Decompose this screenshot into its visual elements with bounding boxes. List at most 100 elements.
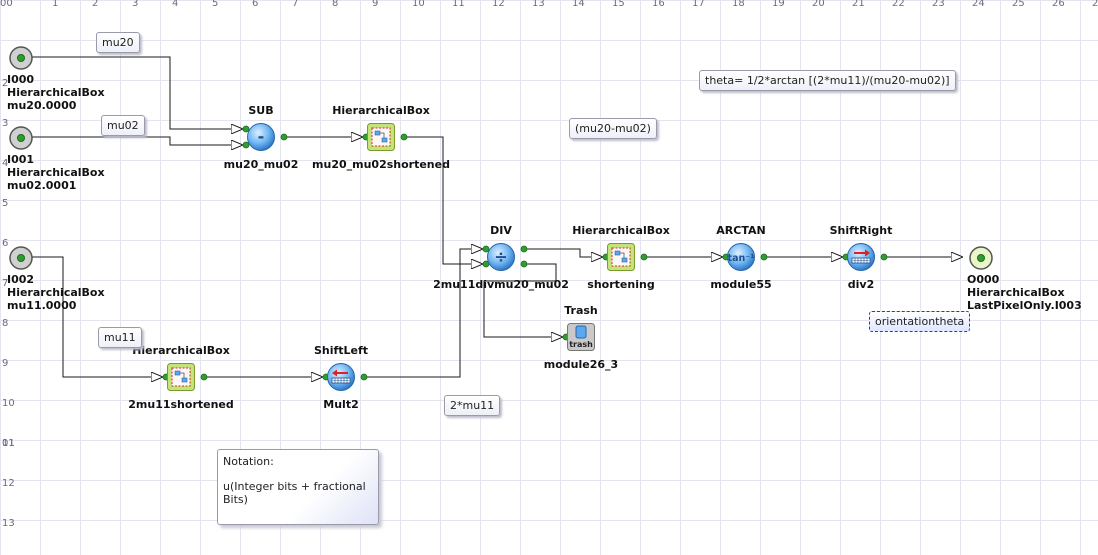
ruler-top-tick: 6 — [252, 0, 259, 9]
wire-i001-sub[interactable] — [24, 136, 243, 145]
note-mu20[interactable]: mu20 — [96, 32, 140, 53]
output-o000-id: O000 — [967, 273, 1000, 286]
notation-body: u(Integer bits + fractional Bits) — [223, 480, 366, 506]
input-i001-label: I001 HierarchicalBox mu02.0001 — [7, 153, 105, 192]
ruler-top-tick: 4 — [172, 0, 179, 9]
shift-right-block-icon[interactable] — [846, 242, 876, 272]
output-port-o000-icon[interactable] — [968, 245, 994, 271]
note-mu11[interactable]: mu11 — [98, 327, 142, 348]
ruler-left-tick: 3 — [2, 118, 9, 129]
input-i001-id: I001 — [7, 153, 35, 166]
input-port-i002-icon[interactable] — [8, 245, 34, 271]
ruler-top-tick: 17 — [692, 0, 705, 9]
ruler-top-tick: 2 — [1092, 0, 1098, 9]
hierarchical-box-3-icon[interactable] — [166, 362, 196, 392]
ruler-top-tick: 25 — [1012, 0, 1025, 9]
hierarchical-box-1-icon[interactable] — [366, 122, 396, 152]
shiftright-block-name: div2 — [847, 278, 875, 291]
hbox1-block-type: HierarchicalBox — [332, 104, 430, 117]
trash-block-type: Trash — [564, 304, 598, 317]
divide-block-icon[interactable]: ÷ — [486, 242, 516, 272]
shiftright-block-type: ShiftRight — [829, 224, 893, 237]
input-i002-id: I002 — [7, 273, 35, 286]
input-i000-id: I000 — [7, 73, 35, 86]
ruler-left-tick: 01 — [2, 438, 15, 449]
ruler-top-tick: 19 — [772, 0, 785, 9]
ruler-top-tick: 24 — [972, 0, 985, 9]
ruler-left-tick: 9 — [2, 358, 9, 369]
note-theta-formula[interactable]: theta= 1/2*arctan [(2*mu11)/(mu20-mu02)] — [699, 70, 956, 91]
wire-hbox1-div[interactable] — [404, 136, 483, 264]
ruler-top-tick: 16 — [652, 0, 665, 9]
ruler-top-tick: 00 — [0, 0, 13, 9]
arctan-block-icon[interactable]: tan⁻¹ — [726, 242, 756, 272]
wire-div-trash[interactable] — [483, 263, 563, 337]
ruler-top-tick: 20 — [812, 0, 825, 9]
output-o000-type: HierarchicalBox — [967, 286, 1065, 299]
note-mu02[interactable]: mu02 — [101, 115, 145, 136]
shiftleft-block-type: ShiftLeft — [313, 344, 369, 357]
ruler-top-tick: 10 — [412, 0, 425, 9]
ruler-top-tick: 14 — [572, 0, 585, 9]
input-i000-type: HierarchicalBox — [7, 86, 105, 99]
note-2mu11[interactable]: 2*mu11 — [444, 395, 501, 416]
hbox2-block-name: shortening — [587, 278, 655, 291]
ruler-top-tick: 7 — [292, 0, 299, 9]
input-i002-name: mu11.0000 — [7, 299, 77, 312]
note-orientationtheta[interactable]: orientationtheta — [869, 311, 971, 332]
input-i001-name: mu02.0001 — [7, 179, 77, 192]
ruler-top-tick: 15 — [612, 0, 625, 9]
ruler-left-tick: 5 — [2, 198, 9, 209]
ruler-left-tick: 11 — [2, 438, 15, 449]
ruler-left-tick: 8 — [2, 318, 9, 329]
input-i000-name: mu20.0000 — [7, 99, 77, 112]
ruler-top-tick: 12 — [492, 0, 505, 9]
input-i002-label: I002 HierarchicalBox mu11.0000 — [7, 273, 105, 312]
ruler-left-tick: 2 — [2, 78, 9, 89]
output-o000-label: O000 HierarchicalBox LastPixelOnly.I003 — [967, 273, 1082, 312]
ruler-left-tick: 4 — [2, 158, 9, 169]
ruler-top-tick: 8 — [332, 0, 339, 9]
hbox3-block-type: HierarchicalBox — [132, 344, 230, 357]
output-o000-name: LastPixelOnly.I003 — [967, 299, 1082, 312]
subtract-block-icon[interactable]: - — [246, 122, 276, 152]
ruler-left-tick: 7 — [2, 278, 9, 289]
ruler-top-tick: 23 — [932, 0, 945, 9]
wire-i000-sub[interactable] — [24, 56, 243, 129]
hbox3-block-name: 2mu11shortened — [128, 398, 234, 411]
input-port-i001-icon[interactable] — [8, 125, 34, 151]
div-block-type: DIV — [490, 224, 512, 237]
input-i002-type: HierarchicalBox — [7, 286, 105, 299]
wire-i002-hbox3[interactable] — [24, 256, 163, 377]
sub-block-name: mu20_mu02 — [223, 158, 299, 171]
div-block-name: 2mu11divmu20_mu02 — [433, 278, 569, 291]
hbox1-block-name: mu20_mu02shortened — [312, 158, 450, 171]
note-difference[interactable]: (mu20-mu02) — [569, 118, 657, 139]
ruler-top-tick: 26 — [1052, 0, 1065, 9]
ruler-top-tick: 3 — [132, 0, 139, 9]
note-notation[interactable]: Notation: u(Integer bits + fractional Bi… — [217, 449, 379, 525]
ruler-top-tick: 2 — [92, 0, 99, 9]
arctan-glyph: tan⁻¹ — [728, 253, 755, 264]
ruler-top-tick: 22 — [892, 0, 905, 9]
wire-div-hbox2[interactable] — [524, 248, 603, 257]
ruler-top-tick: 1 — [52, 0, 59, 9]
trash-block-icon[interactable]: trash — [566, 322, 596, 352]
notation-title: Notation: — [223, 455, 274, 468]
arctan-block-name: module55 — [710, 278, 772, 291]
wire-shiftleft-div[interactable] — [364, 249, 483, 378]
sub-glyph: - — [258, 127, 265, 146]
ruler-left-tick: 10 — [2, 398, 15, 409]
ruler-left-tick: 6 — [2, 238, 9, 249]
ruler-top-tick: 5 — [212, 0, 219, 9]
input-port-i000-icon[interactable] — [8, 45, 34, 71]
trash-block-name: module26_3 — [543, 358, 619, 371]
input-i001-type: HierarchicalBox — [7, 166, 105, 179]
div-glyph: ÷ — [494, 247, 507, 266]
ruler-top-tick: 13 — [532, 0, 545, 9]
shiftleft-block-name: Mult2 — [323, 398, 359, 411]
hierarchical-box-2-icon[interactable] — [606, 242, 636, 272]
shift-left-block-icon[interactable] — [326, 362, 356, 392]
ruler-left-tick: 12 — [2, 478, 15, 489]
